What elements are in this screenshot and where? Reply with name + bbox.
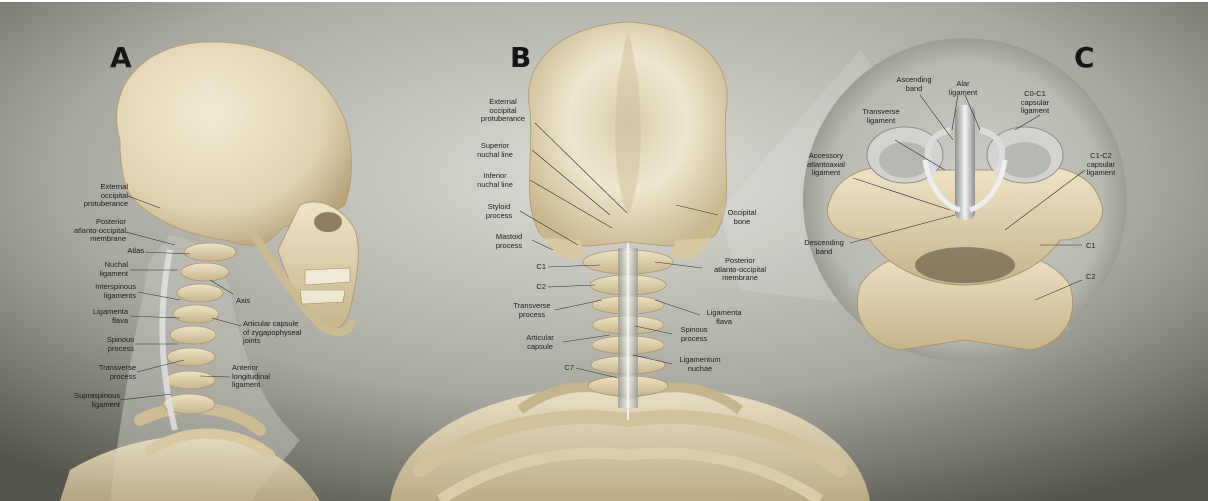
label-external-occipital-protuberance-b: External occipital protuberance bbox=[470, 98, 536, 124]
label-external-occipital-protuberance-a: External occipital protuberance bbox=[50, 183, 128, 209]
label-mastoid-process: Mastoid process bbox=[484, 233, 534, 250]
label-posterior-atlanto-occipital-membrane-b: Posterior atlanto-occipital membrane bbox=[700, 257, 780, 283]
label-atlas: Atlas bbox=[100, 247, 144, 256]
label-articular-capsule-zygapophyseal: Articular capsule of zygapophyseal joint… bbox=[243, 320, 301, 346]
label-occipital-bone: Occipital bone bbox=[718, 209, 766, 226]
panel-label-a: A bbox=[110, 44, 132, 72]
label-c1-b: C1 bbox=[530, 263, 546, 272]
panel-label-b: B bbox=[510, 44, 531, 72]
label-c2-b: C2 bbox=[530, 283, 546, 292]
label-articular-capsule-b: Articular capsule bbox=[518, 334, 562, 351]
label-posterior-atlanto-occipital-membrane-a: Posterior atlanto-occipital membrane bbox=[42, 218, 126, 244]
label-c2-c: C2 bbox=[1086, 273, 1096, 282]
label-descending-band: Descending band bbox=[796, 239, 852, 256]
label-c1-c: C1 bbox=[1086, 242, 1096, 251]
label-nuchal-ligament: Nuchal ligament bbox=[80, 261, 128, 278]
label-ligamentum-nuchae: Ligamentum nuchae bbox=[672, 356, 728, 373]
label-ligamenta-flava-b: Ligamenta flava bbox=[700, 309, 748, 326]
label-ascending-band: Ascending band bbox=[888, 76, 940, 93]
label-supraspinous-ligament: Supraspinous ligament bbox=[60, 392, 120, 409]
label-superior-nuchal-line: Superior nuchal line bbox=[460, 142, 530, 159]
label-anterior-longitudinal-ligament: Anterior longitudinal ligament bbox=[232, 364, 270, 390]
label-transverse-ligament: Transverse ligament bbox=[854, 108, 908, 125]
label-transverse-process-b: Transverse process bbox=[506, 302, 558, 319]
label-spinous-process-b: Spinous process bbox=[672, 326, 716, 343]
label-c1-c2-capsular-ligament: C1-C2 capsular ligament bbox=[1076, 152, 1126, 178]
panel-label-c: C bbox=[1074, 44, 1095, 72]
label-alar-ligament: Alar ligament bbox=[940, 80, 986, 97]
label-interspinous-ligaments: Interspinous ligaments bbox=[76, 283, 136, 300]
label-accessory-atlantoaxial-ligament: Accessory atlantoaxial ligament bbox=[796, 152, 856, 178]
label-axis: Axis bbox=[236, 297, 250, 306]
label-inferior-nuchal-line: Inferior nuchal line bbox=[460, 172, 530, 189]
label-styloid-process: Styloid process bbox=[476, 203, 522, 220]
label-spinous-process-a: Spinous process bbox=[88, 336, 134, 353]
label-ligamenta-flava-a: Ligamenta flava bbox=[80, 308, 128, 325]
label-transverse-process-a: Transverse process bbox=[80, 364, 136, 381]
label-c7: C7 bbox=[558, 364, 574, 373]
label-c0-c1-capsular-ligament: C0-C1 capsular ligament bbox=[1010, 90, 1060, 116]
